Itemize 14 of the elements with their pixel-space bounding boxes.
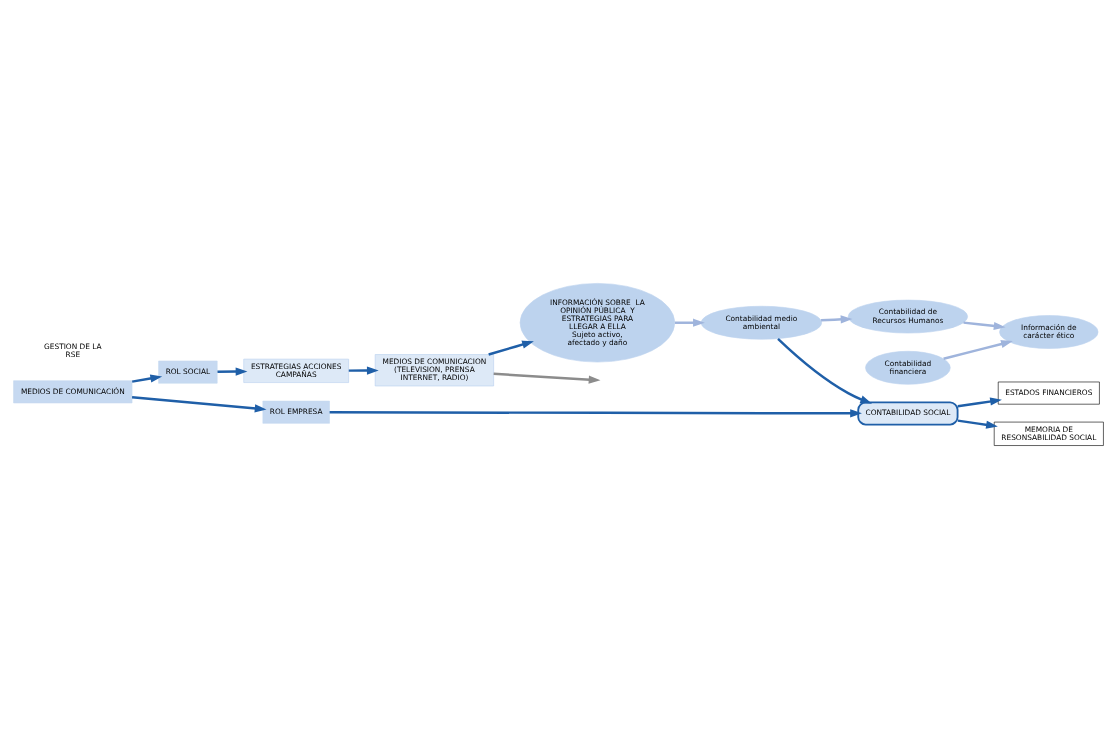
arrow [777,337,873,404]
arrow [329,409,862,418]
arrow [674,318,705,327]
arrow [963,321,1006,331]
arrow [348,366,379,375]
arrow [217,367,248,376]
arrow [821,315,853,324]
arrow [493,372,601,384]
arrow [943,340,1013,360]
arrow [957,419,998,429]
arrow [131,396,267,413]
arrow [488,340,534,356]
arrow [957,397,1002,408]
arrow [131,374,163,383]
